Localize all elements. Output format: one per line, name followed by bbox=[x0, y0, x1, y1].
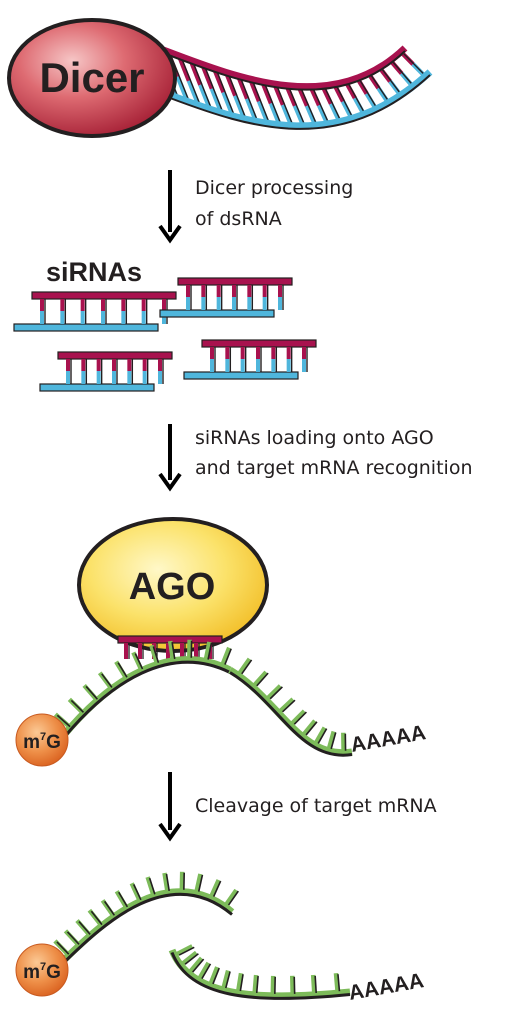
fragment-5p-base-tick bbox=[129, 882, 141, 900]
fragment-5p-base-tick bbox=[145, 876, 155, 894]
fragment-3p-base-tick bbox=[310, 974, 317, 993]
mrna-base-tick bbox=[314, 726, 327, 744]
mrna-base-tick bbox=[290, 709, 306, 725]
guide-base bbox=[166, 643, 170, 659]
mrna-base-tick bbox=[253, 670, 268, 687]
dicer-label: Dicer bbox=[39, 54, 144, 101]
fragment-5p-base-tick bbox=[100, 899, 115, 916]
guide-base bbox=[180, 643, 184, 659]
poly-a-tail: AAAAA bbox=[349, 721, 428, 757]
guide-base bbox=[124, 643, 128, 659]
long-dsrna bbox=[148, 41, 433, 130]
fragment-3p-base-tick bbox=[252, 974, 259, 993]
cap-superscript: 7 bbox=[40, 731, 46, 743]
cap-base-2: m bbox=[23, 962, 40, 983]
fragment-5p-base-tick bbox=[224, 888, 239, 906]
step-1-text-line1: Dicer processing bbox=[195, 177, 353, 199]
guide-base bbox=[194, 643, 198, 659]
mrna-cap: m7G bbox=[15, 713, 69, 767]
fragment-5p-base-tick bbox=[75, 919, 90, 935]
step-2-text-line2: and target mRNA recognition bbox=[195, 457, 473, 479]
mrna-base-tick bbox=[279, 697, 295, 713]
mrna-base-tick bbox=[327, 730, 336, 749]
mrna-base-tick bbox=[266, 684, 282, 700]
dsrna-guide-strand bbox=[148, 41, 408, 91]
mrna-base-tick bbox=[302, 719, 317, 736]
guide-base bbox=[138, 643, 142, 659]
ago-label: AGO bbox=[129, 566, 216, 608]
step-arrow-2 bbox=[158, 424, 182, 492]
fragment-3p-base-tick bbox=[221, 970, 231, 988]
mrna-base-tick bbox=[237, 657, 252, 675]
fragment-5p-base-tick bbox=[87, 908, 102, 925]
fragment-3p-base-tick bbox=[188, 956, 204, 973]
dicer-enzyme: Dicer bbox=[7, 18, 177, 138]
dsrna-passenger-strand bbox=[168, 69, 433, 130]
mrna-base-tick bbox=[167, 640, 175, 659]
step-arrow-3 bbox=[158, 772, 182, 842]
mrna-base-tick bbox=[220, 646, 232, 665]
step-2-text-line1: siRNAs loading onto AGO bbox=[195, 427, 434, 449]
mrna-base-tick bbox=[131, 651, 143, 669]
svg-text:m7G: m7G bbox=[23, 731, 61, 753]
step-arrow-1 bbox=[158, 170, 182, 244]
fragment-3p-base-tick bbox=[208, 966, 220, 984]
target-mrna bbox=[53, 639, 353, 757]
cleaved-mrna-fragments bbox=[53, 871, 351, 1000]
fragment-5p-base-tick bbox=[114, 890, 128, 908]
sirna-duplexes bbox=[13, 277, 317, 392]
sirna-duplex bbox=[39, 351, 173, 392]
fragment-5p-base-tick bbox=[209, 879, 221, 897]
sirna-duplex bbox=[13, 291, 177, 332]
mrna-base-tick bbox=[203, 641, 212, 659]
svg-text:m7G: m7G bbox=[23, 961, 61, 983]
ago-protein: AGO bbox=[77, 517, 269, 653]
mrna-base-tick bbox=[149, 644, 159, 663]
cap-end: G bbox=[46, 732, 61, 753]
fragment-3p-base-tick bbox=[197, 961, 211, 979]
cap-base: m bbox=[23, 732, 40, 753]
mrna-base-tick bbox=[82, 683, 98, 700]
fragment-5p-base-tick bbox=[194, 873, 203, 892]
fragment-3p-base-tick bbox=[333, 973, 340, 991]
fragment-3p-base-tick bbox=[181, 950, 198, 966]
sirna-duplex bbox=[159, 277, 293, 318]
fragment-3p-base-tick bbox=[236, 972, 244, 991]
step-1-text-line2: of dsRNA bbox=[195, 208, 282, 230]
cap-end-2: G bbox=[46, 962, 61, 983]
sirna-duplex bbox=[183, 339, 317, 380]
fragment-3p-base-tick bbox=[176, 944, 194, 957]
sirnas-label: siRNAs bbox=[46, 257, 142, 287]
step-3-text: Cleavage of target mRNA bbox=[195, 795, 437, 817]
fragment-5p-base-tick bbox=[162, 872, 170, 891]
mrna-cap-cleaved: m7G bbox=[15, 943, 69, 997]
poly-a-tail-cleaved: AAAAA bbox=[347, 969, 426, 1005]
mrna-base-tick bbox=[114, 660, 127, 678]
cap-superscript-2: 7 bbox=[40, 961, 46, 973]
mrna-base-tick bbox=[97, 671, 112, 688]
